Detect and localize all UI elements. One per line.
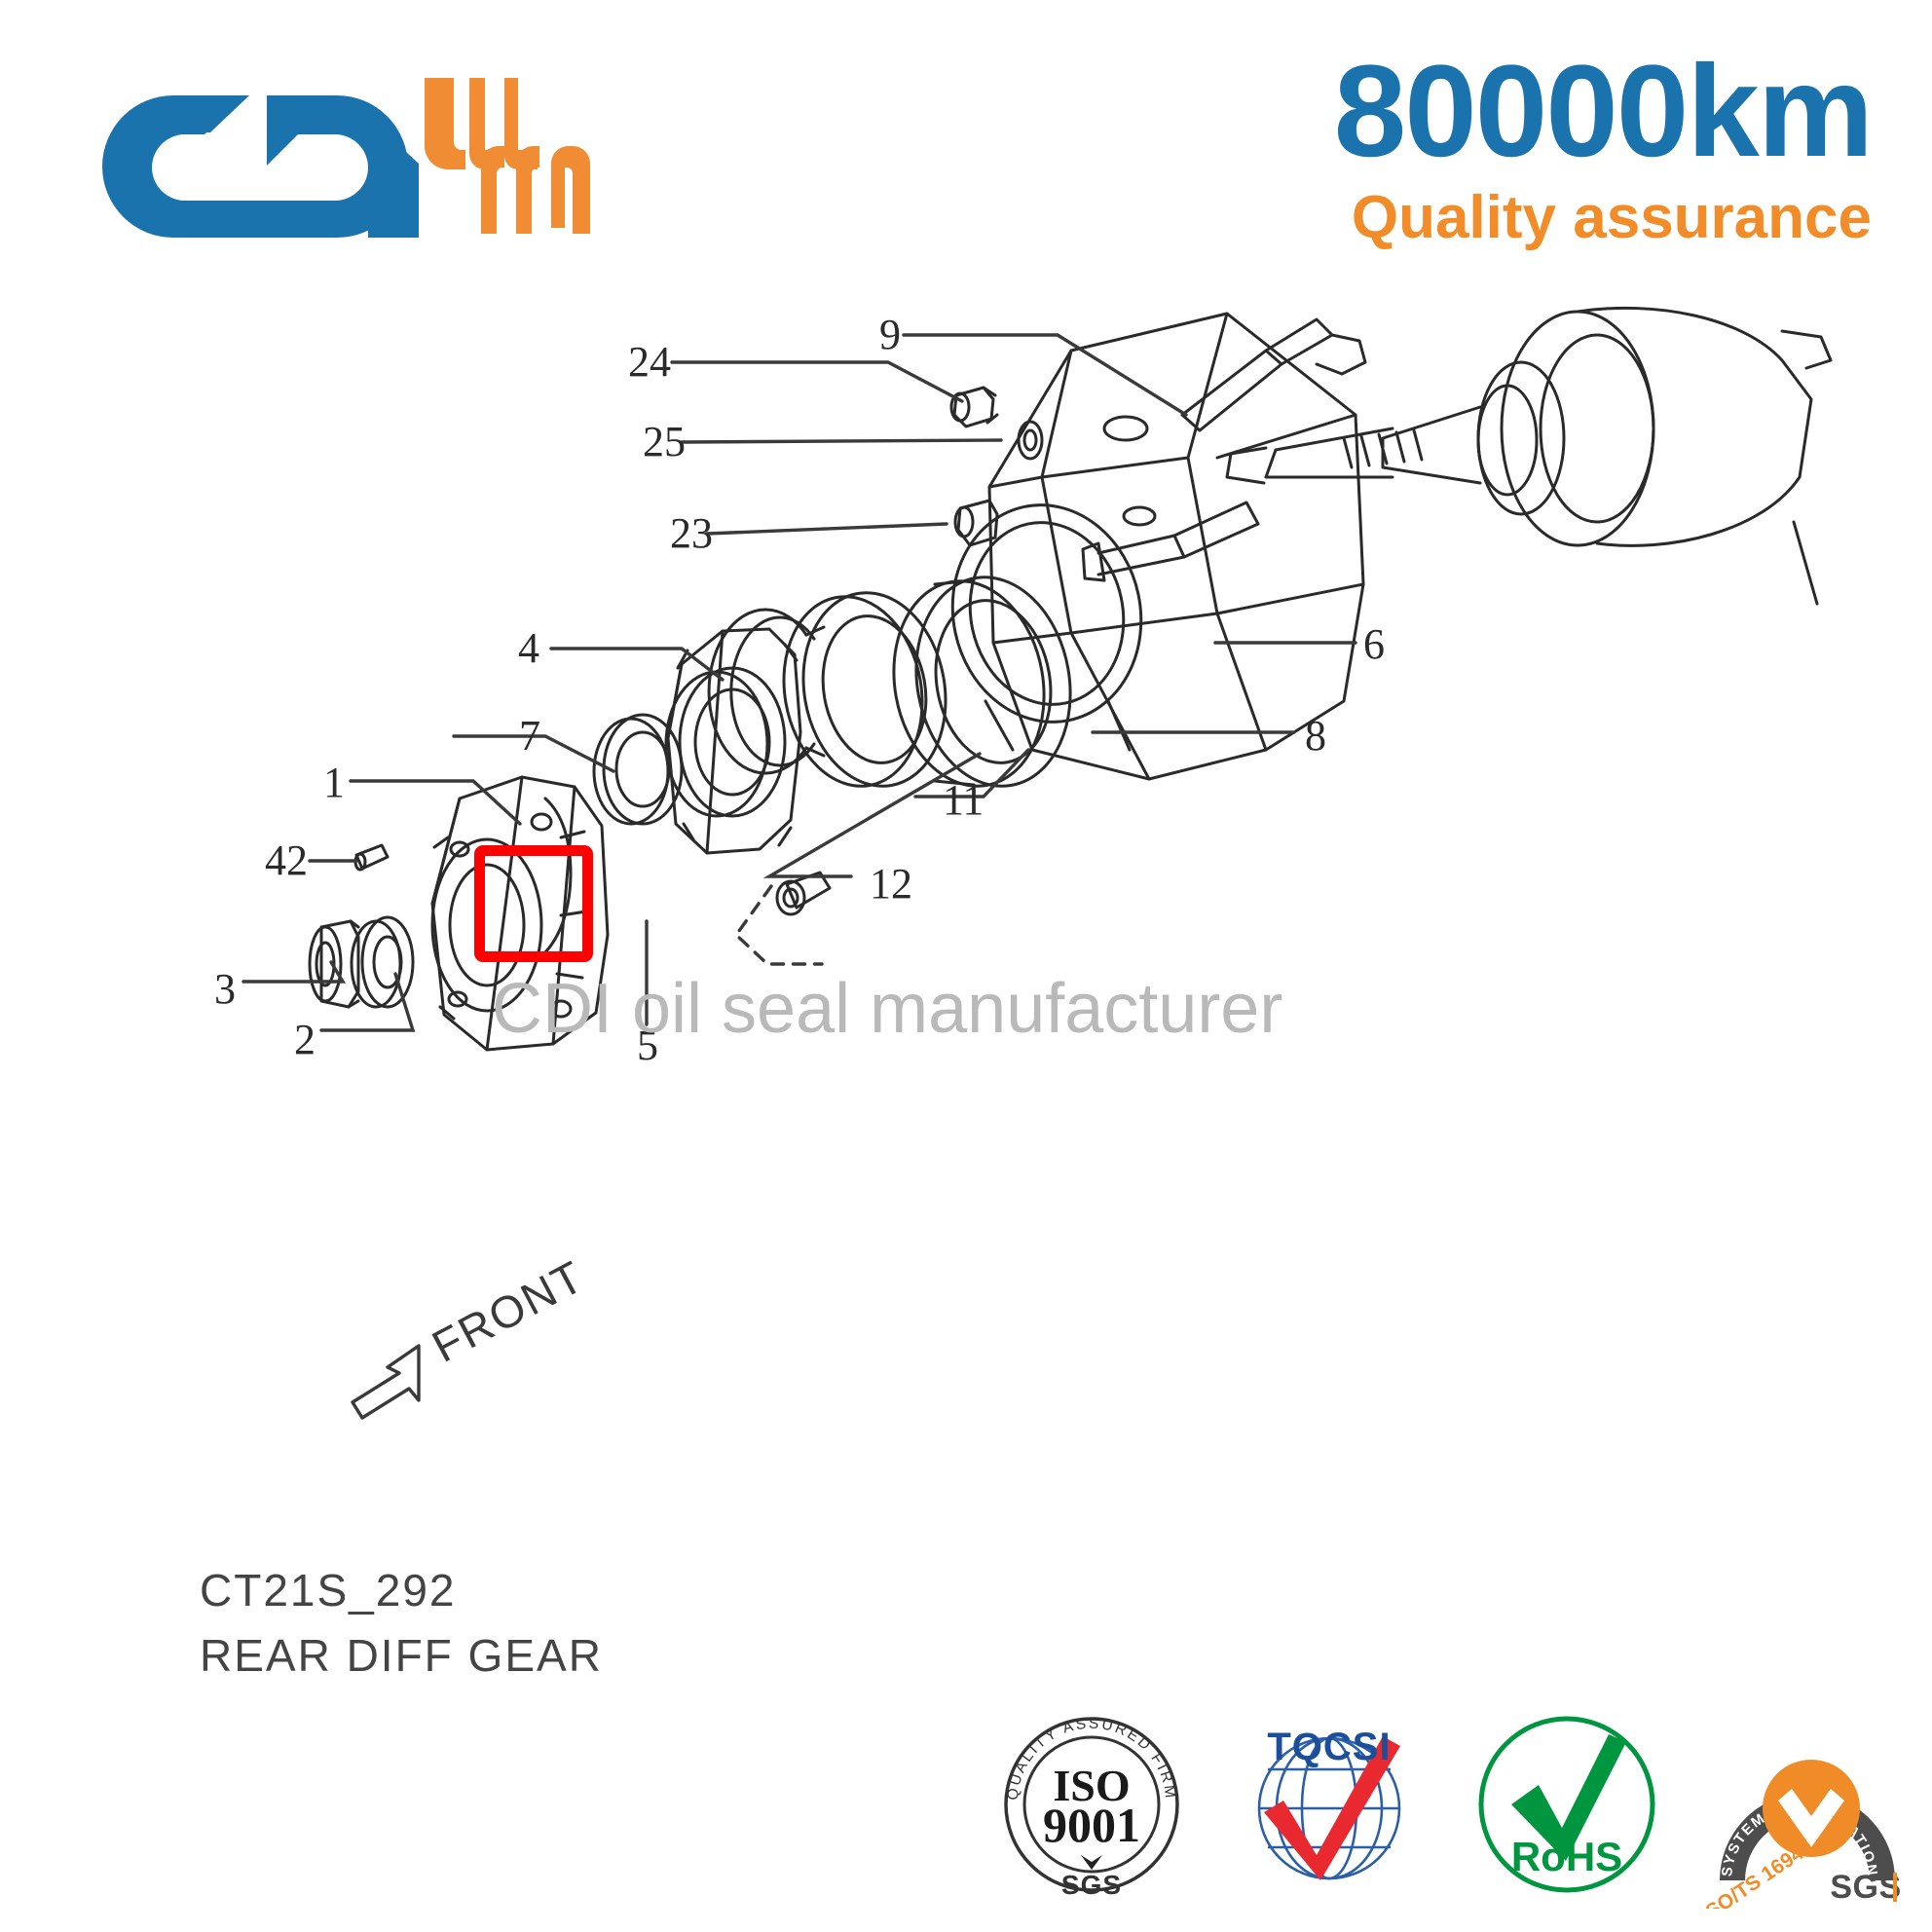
callout-11: 11: [943, 776, 984, 824]
callout-5: 5: [637, 1022, 658, 1069]
rohs-check-icon: [1511, 1734, 1626, 1861]
oil-seal-item-7: [592, 713, 684, 826]
differential-case: [430, 775, 610, 1052]
rohs-label: RoHS: [1511, 1834, 1622, 1879]
tqcsi-label: TQCSI: [1267, 1726, 1391, 1768]
retainer-plate: [664, 627, 802, 855]
diagram-svg: FRONT 24 25 23 9 4 7 1 42 3 2 5 12 11 6 …: [214, 306, 1833, 1420]
callout-23: 23: [670, 509, 713, 557]
page-header: 80000km Quality assurance: [0, 0, 1932, 282]
iso-ts-orange-disc: [1763, 1760, 1860, 1857]
iso-ts-sgs-footer: SGS: [1830, 1869, 1901, 1906]
tqcsi-check-icon: [1264, 1736, 1400, 1880]
highlight-box-callout-7: [474, 845, 593, 962]
callout-numbers: 24 25 23 9 4 7 1 42 3 2 5 12 11 6 8: [214, 311, 1385, 1069]
callout-12: 12: [870, 860, 912, 908]
iso-ts-accent-bar: [1893, 1873, 1897, 1902]
certification-badges: QUALITY ASSURED FIRM ISO 9001 SGS: [989, 1699, 1907, 1909]
rohs-badge: RoHS: [1465, 1699, 1669, 1909]
leader-lines: [242, 333, 1357, 1032]
diagram-linework: [308, 306, 1833, 1052]
logo-letter-c: [102, 95, 269, 238]
front-label: FRONT: [424, 1250, 592, 1372]
diagram-code: CT21S_292: [200, 1565, 457, 1616]
mileage-claim: 80000km: [1333, 39, 1874, 184]
callout-4: 4: [518, 624, 539, 672]
callout-1: 1: [323, 759, 345, 806]
cdi-logo-svg: [102, 78, 590, 238]
callout-42: 42: [265, 836, 308, 884]
logo-letter-i: [368, 117, 419, 238]
differential-housing: [950, 312, 1367, 781]
bolt-item-5: [775, 871, 832, 916]
bearing-and-nut: [308, 915, 415, 1009]
iso-9001-svg: QUALITY ASSURED FIRM ISO 9001 SGS: [1004, 1716, 1179, 1900]
rohs-svg: RoHS: [1478, 1716, 1655, 1893]
callout-7: 7: [519, 712, 540, 760]
exploded-parts-diagram: FRONT 24 25 23 9 4 7 1 42 3 2 5 12 11 6 …: [0, 292, 1932, 1539]
iso-line2: 9001: [1043, 1798, 1140, 1852]
rohs-circle: [1478, 1716, 1655, 1893]
axle-drum-assembly: [1225, 306, 1833, 606]
diagram-name: REAR DIFF GEAR: [200, 1629, 603, 1681]
iso-ts-check-icon: [1778, 1789, 1844, 1847]
callout-6: 6: [1363, 620, 1385, 668]
tqcsi-badge: TQCSI: [1227, 1699, 1431, 1909]
callout-2: 2: [294, 1016, 316, 1063]
iso-9001-sgs-badge: QUALITY ASSURED FIRM ISO 9001 SGS: [989, 1699, 1194, 1909]
dowel-pin-42: [353, 843, 390, 872]
quality-tagline: Quality assurance: [1351, 184, 1872, 251]
cdi-orange-mark: [425, 78, 590, 234]
diagram-caption: CT21S_292 REAR DIFF GEAR: [200, 1558, 603, 1688]
plug-and-washer-parts: [949, 386, 1044, 547]
brand-claim: 80000km Quality assurance: [1333, 39, 1874, 252]
callout-24: 24: [628, 338, 671, 386]
callout-3: 3: [214, 965, 236, 1013]
iso-check-icon: [1081, 1855, 1102, 1870]
iso-line1: ISO: [1053, 1761, 1130, 1810]
cdi-logo: [76, 56, 621, 242]
callout-25: 25: [643, 418, 686, 465]
iso-ts-16949-sgs-badge: SYSTEM CERTIFICATION ISO/TS 16949 SGS: [1702, 1699, 1907, 1909]
iso-ts-svg: SYSTEM CERTIFICATION ISO/TS 16949 SGS: [1702, 1760, 1901, 1909]
callout-9: 9: [879, 311, 901, 358]
iso-sgs-footer: SGS: [1061, 1870, 1122, 1900]
tqcsi-svg: TQCSI: [1257, 1726, 1401, 1880]
callout-8: 8: [1305, 712, 1326, 760]
front-direction-arrow: [351, 1344, 421, 1420]
